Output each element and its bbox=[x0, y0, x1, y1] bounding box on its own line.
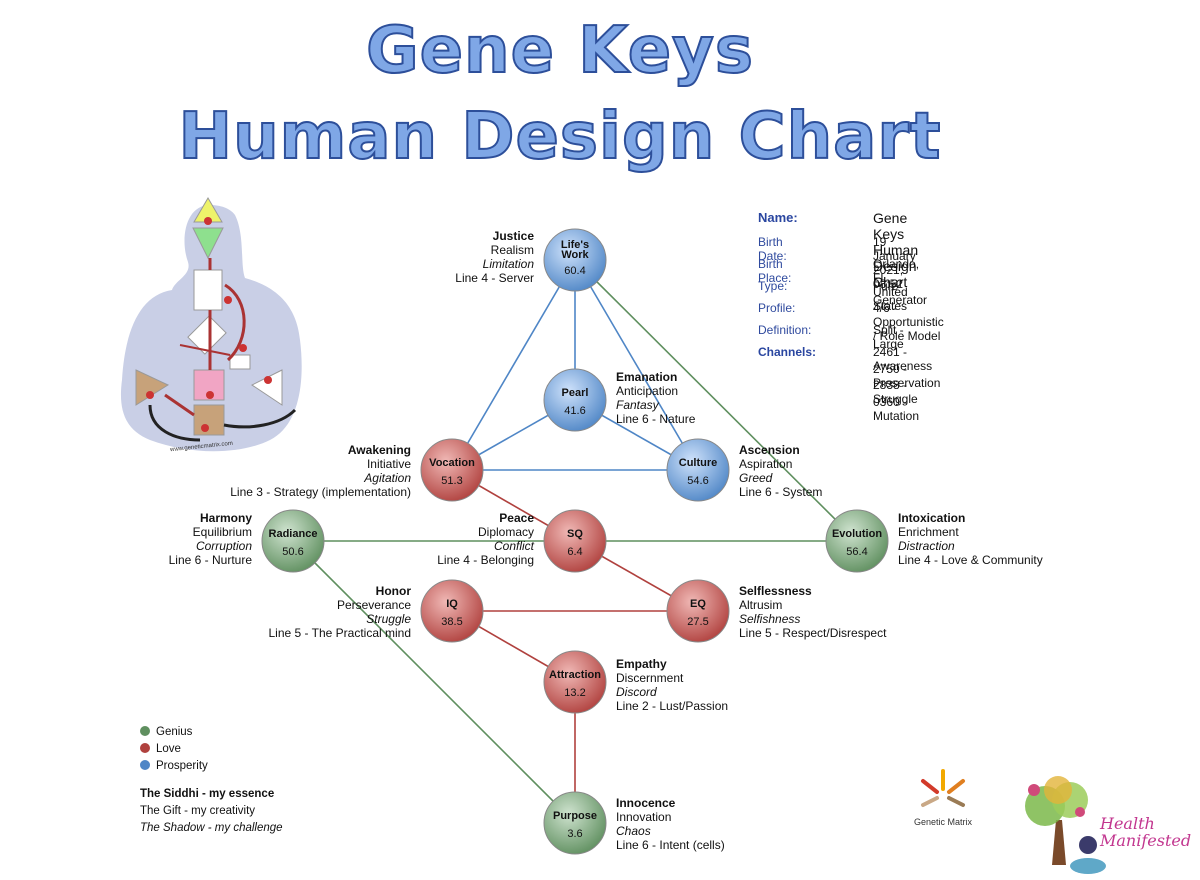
channels-list: 2461 - Awareness 2750 - Preservation 283… bbox=[873, 345, 941, 423]
legend-item-prosperity: Prosperity bbox=[140, 758, 208, 775]
node-value: 56.4 bbox=[846, 546, 867, 558]
node-name: Life's bbox=[561, 239, 589, 251]
definition-value: Split - Large bbox=[873, 323, 904, 351]
heart-center bbox=[229, 354, 251, 370]
node-radiance: Radiance 50.6 bbox=[261, 509, 325, 573]
node-attraction: Attraction 13.2 bbox=[543, 650, 607, 714]
channel-item: 0360 - Mutation bbox=[873, 394, 920, 423]
key-gift: The Gift - my creativity bbox=[140, 805, 256, 817]
node-circle bbox=[543, 228, 607, 292]
node-value: 38.5 bbox=[441, 616, 462, 628]
type-value: Pure Generator bbox=[873, 279, 928, 307]
node-vocation: Vocation 51.3 bbox=[420, 438, 484, 502]
legend-item-genius: Genius bbox=[140, 724, 208, 741]
color-legend: Genius Love Prosperity bbox=[140, 724, 208, 775]
node-circle bbox=[825, 509, 889, 573]
channel-item: 2750 - Preservation bbox=[873, 361, 941, 390]
node-iq: IQ 38.5 bbox=[420, 579, 484, 643]
key-shadow: The Shadow - my challenge bbox=[140, 822, 283, 834]
node-name: Pearl bbox=[562, 387, 589, 399]
profile-label: Profile: bbox=[758, 301, 796, 315]
node-value: 60.4 bbox=[564, 265, 585, 277]
node-circle bbox=[420, 579, 484, 643]
channel-item: 2461 - Awareness bbox=[873, 345, 933, 373]
name-label: Name: bbox=[758, 210, 798, 225]
birth-place-label: Birth Place: bbox=[758, 257, 792, 285]
node-sq: SQ 6.4 bbox=[543, 509, 607, 573]
node-name: Vocation bbox=[429, 457, 475, 469]
node-value: 54.6 bbox=[687, 475, 708, 487]
profile-value: 4/6 - Opportunistic / Role Model bbox=[873, 301, 944, 343]
text-style-key: The Siddhi - my essence The Gift - my cr… bbox=[140, 786, 283, 837]
birth-date-label: Birth Date: bbox=[758, 235, 787, 263]
root-center bbox=[193, 404, 225, 436]
key-siddhi: The Siddhi - my essence bbox=[140, 788, 275, 800]
node-name: Radiance bbox=[269, 528, 318, 540]
node-value: 3.6 bbox=[567, 828, 582, 840]
genetic-matrix-label: Genetic Matrix bbox=[914, 817, 973, 827]
throat-center bbox=[193, 269, 223, 311]
node-value: 27.5 bbox=[687, 616, 708, 628]
node-eq: EQ 27.5 bbox=[666, 579, 730, 643]
node-culture: Culture 54.6 bbox=[666, 438, 730, 502]
node-circle bbox=[666, 438, 730, 502]
node-evolution: Evolution 56.4 bbox=[825, 509, 889, 573]
g-center bbox=[187, 315, 227, 355]
node-circle bbox=[261, 509, 325, 573]
edge-radiance-purpose bbox=[292, 540, 576, 824]
node-value: 13.2 bbox=[564, 687, 585, 699]
ajna-center bbox=[192, 227, 224, 260]
edge-lifeswork-evolution bbox=[574, 259, 858, 542]
node-value: 51.3 bbox=[441, 475, 462, 487]
node-circle bbox=[543, 368, 607, 432]
node-name: Purpose bbox=[553, 810, 597, 822]
node-value: 6.4 bbox=[567, 546, 582, 558]
node-circle bbox=[543, 650, 607, 714]
node-circle bbox=[543, 509, 607, 573]
node-pearl: Pearl 41.6 bbox=[543, 368, 607, 432]
channels-label: Channels: bbox=[758, 345, 817, 359]
node-value: 50.6 bbox=[282, 546, 303, 558]
birth-date-value: 19 January 2021, 08:52 bbox=[873, 235, 916, 291]
name-value: Gene Keys Human Design Chart bbox=[873, 210, 919, 290]
node-purpose: Purpose 3.6 bbox=[543, 791, 607, 855]
node-name: EQ bbox=[690, 598, 706, 610]
node-circle bbox=[420, 438, 484, 502]
type-label: Type: bbox=[758, 279, 788, 293]
title-line-2: Human Design Chart bbox=[178, 99, 942, 175]
node-name: IQ bbox=[446, 598, 458, 610]
node-circle bbox=[666, 579, 730, 643]
edge-lifeswork-vocation bbox=[451, 259, 576, 471]
title-line-1: Gene Keys bbox=[365, 13, 754, 89]
node-name: SQ bbox=[567, 528, 583, 540]
channel-item: 2838 - Struggle bbox=[873, 378, 918, 406]
node-name: Work bbox=[561, 249, 589, 261]
definition-label: Definition: bbox=[758, 323, 812, 337]
legend-item-love: Love bbox=[140, 741, 208, 758]
node-circle bbox=[543, 791, 607, 855]
node-name: Evolution bbox=[832, 528, 882, 540]
edge-lifeswork-culture bbox=[574, 259, 699, 471]
birth-place-value: Orlando, FL, United States bbox=[873, 257, 920, 313]
node-value: 41.6 bbox=[564, 405, 585, 417]
node-name: Attraction bbox=[549, 669, 601, 681]
node-name: Culture bbox=[679, 457, 718, 469]
